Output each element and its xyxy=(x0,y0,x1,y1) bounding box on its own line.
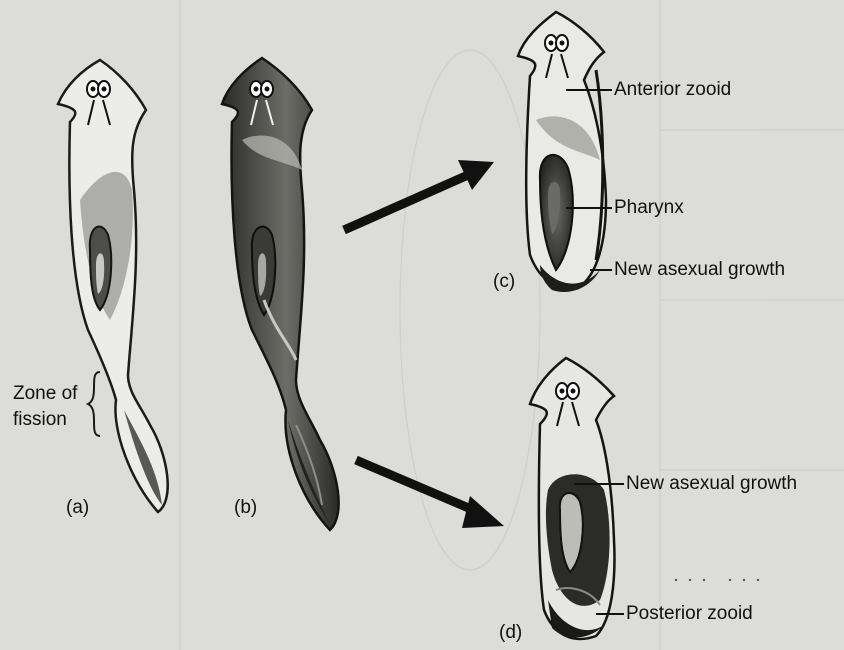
label-zone-of-fission-line2: fission xyxy=(13,410,67,429)
label-pharynx: Pharynx xyxy=(614,198,684,217)
label-new-asexual-growth-d: New asexual growth xyxy=(626,474,797,493)
dotted-marks xyxy=(675,579,759,581)
panel-label-b: (b) xyxy=(234,498,257,517)
arrow-to-c xyxy=(344,160,494,230)
panel-label-c: (c) xyxy=(493,272,515,291)
worm-b xyxy=(222,58,339,530)
worm-d xyxy=(530,358,614,639)
worm-a xyxy=(58,60,168,512)
worm-c xyxy=(518,12,606,292)
label-posterior-zooid: Posterior zooid xyxy=(626,604,753,623)
arrow-to-d xyxy=(356,460,504,528)
worm-b-body xyxy=(222,58,339,530)
fission-brace xyxy=(88,372,100,436)
label-new-asexual-growth-c: New asexual growth xyxy=(614,260,785,279)
panel-label-a: (a) xyxy=(66,498,89,517)
label-anterior-zooid: Anterior zooid xyxy=(614,80,731,99)
panel-label-d: (d) xyxy=(499,623,522,642)
label-zone-of-fission-line1: Zone of xyxy=(13,384,77,403)
